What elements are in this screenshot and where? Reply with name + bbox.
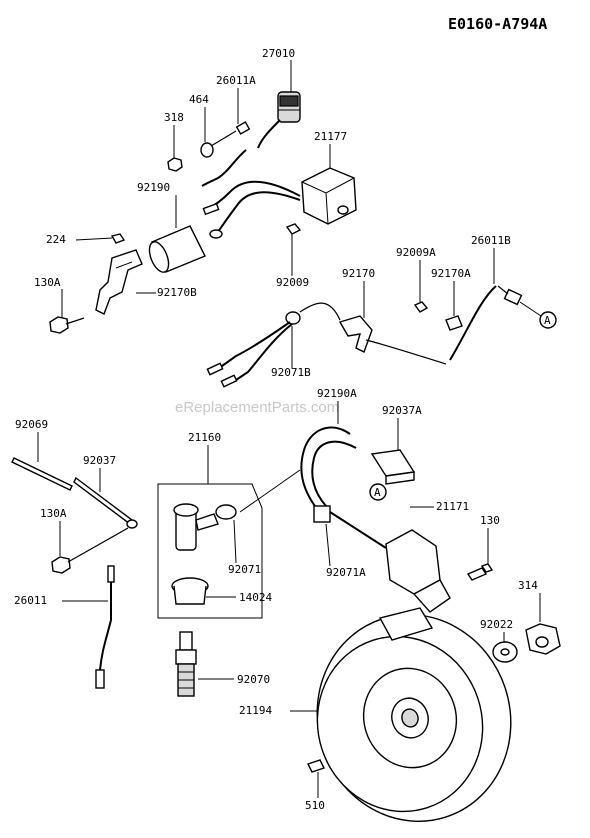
- callout-a-bottom: A: [374, 486, 381, 499]
- part-label-92071A: 92071A: [326, 566, 366, 579]
- part-92170B-bracket: [95, 249, 143, 315]
- part-label-26011B: 26011B: [471, 234, 511, 247]
- part-92170A-clip: [445, 315, 463, 331]
- part-21171-coil: A: [329, 483, 451, 613]
- part-92071B-grommet: [206, 302, 341, 388]
- part-314-nut: [525, 623, 561, 655]
- part-224-screw: [110, 233, 126, 244]
- watermark: eReplacementParts.com: [175, 399, 339, 416]
- part-21194-flywheel: [316, 607, 512, 822]
- diagram-code: E0160-A794A: [448, 15, 547, 33]
- part-label-224: 224: [46, 233, 66, 246]
- part-92190-cylinder: [148, 225, 206, 273]
- part-92009A-screw: [413, 301, 429, 313]
- part-21160-box: [157, 483, 263, 619]
- part-label-27010: 27010: [262, 47, 295, 60]
- part-label-92170B: 92170B: [157, 286, 197, 299]
- part-92037-rod: [73, 476, 138, 529]
- part-26011A-wire: [201, 121, 251, 187]
- part-label-92009A: 92009A: [396, 246, 436, 259]
- part-label-14024: 14024: [239, 591, 272, 604]
- part-label-92022: 92022: [480, 618, 513, 631]
- part-26011B-wire: A: [449, 285, 557, 361]
- part-label-26011A: 26011A: [216, 74, 256, 87]
- part-label-92069: 92069: [15, 418, 48, 431]
- part-318-nut: [167, 157, 183, 172]
- part-label-464: 464: [189, 93, 209, 106]
- part-label-92037: 92037: [83, 454, 116, 467]
- part-21177-module: [301, 167, 357, 225]
- part-label-26011: 26011: [14, 594, 47, 607]
- part-464-screw: [200, 130, 237, 158]
- wire-92170: [365, 339, 447, 365]
- part-27010-connector: [257, 91, 301, 149]
- part-label-92037A: 92037A: [382, 404, 422, 417]
- part-label-92071B: 92071B: [271, 366, 311, 379]
- wire-21177-b: [217, 191, 301, 233]
- callout-a-top: A: [544, 314, 551, 327]
- part-label-510: 510: [305, 799, 325, 812]
- part-label-130: 130: [480, 514, 500, 527]
- part-92070-spark-plug: [175, 631, 197, 697]
- part-label-92070: 92070: [237, 673, 270, 686]
- part-label-92190A: 92190A: [317, 387, 357, 400]
- part-510-key: [307, 759, 325, 773]
- leader-line-92071A: [325, 523, 331, 567]
- part-label-130A: 130A: [34, 276, 61, 289]
- part-label-92170: 92170: [342, 267, 375, 280]
- part-130-bolt: [466, 563, 494, 581]
- part-label-21160: 21160: [188, 431, 221, 444]
- part-label-21171: 21171: [436, 500, 469, 513]
- part-92069-rod: [11, 457, 73, 491]
- part-label-92190: 92190: [137, 181, 170, 194]
- part-label-21194: 21194: [239, 704, 272, 717]
- part-label-318: 318: [164, 111, 184, 124]
- part-92071A-grommet: [313, 505, 331, 523]
- part-26011-lead: [95, 565, 115, 689]
- part-label-314: 314: [518, 579, 538, 592]
- part-label-92009: 92009: [276, 276, 309, 289]
- leader-line-92071: [233, 519, 237, 564]
- leader-line-224: [75, 237, 113, 241]
- part-92022-washer: [492, 641, 518, 663]
- part-label-92170A: 92170A: [431, 267, 471, 280]
- part-92190A-hose: [239, 426, 357, 513]
- part-92009-screw: [285, 223, 302, 235]
- part-label-21177: 21177: [314, 130, 347, 143]
- part-130A-bolt-top: [49, 316, 85, 334]
- part-92037A-bracket: [370, 449, 416, 485]
- part-label-92071: 92071: [228, 563, 261, 576]
- part-130A-bolt-bottom: [51, 527, 129, 574]
- part-label-130A: 130A: [40, 507, 67, 520]
- part-92170-bracket: [338, 315, 373, 353]
